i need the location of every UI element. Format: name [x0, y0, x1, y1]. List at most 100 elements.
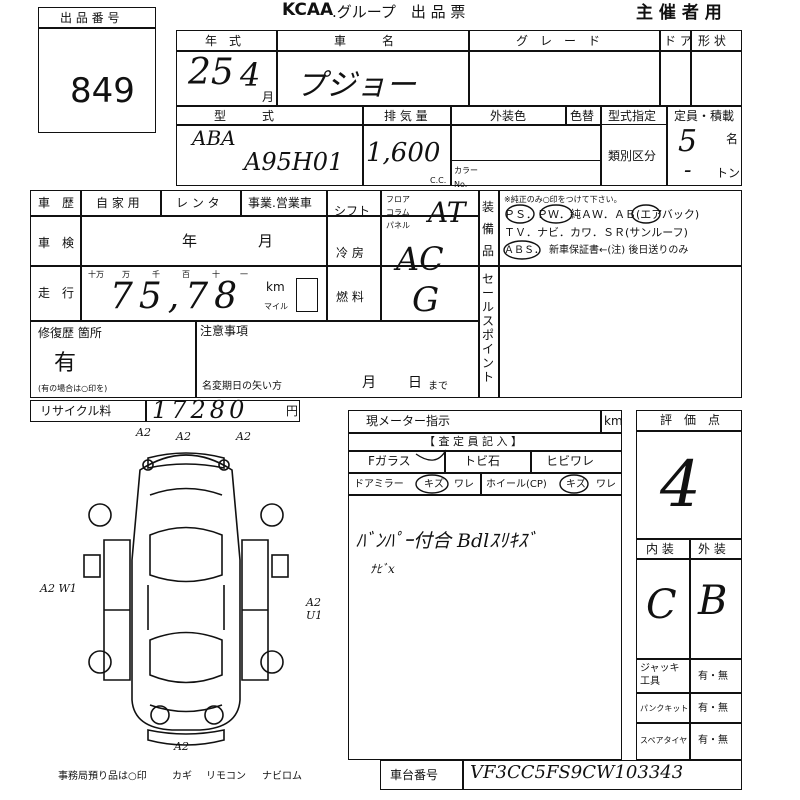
- shift-label: シフト: [334, 204, 371, 218]
- damage-mark: A2: [174, 740, 189, 753]
- capacity-value: 5: [678, 124, 698, 159]
- displacement-value: 1,600: [366, 138, 441, 168]
- color-label: 外装色: [490, 109, 527, 123]
- damage-mark: A2: [136, 426, 151, 439]
- shift-option-floor: フロア: [386, 195, 410, 204]
- chassis-number-label: 車台番号: [390, 768, 439, 782]
- deadline-month: 月: [362, 375, 376, 391]
- color-change-label: 色替: [570, 109, 595, 123]
- mileage-label: 走 行: [38, 286, 75, 300]
- damage-mark: A2 W1: [40, 582, 77, 595]
- score-value: 4: [660, 448, 701, 522]
- meter-km-label: km: [604, 414, 623, 428]
- digit-label: 十: [212, 270, 220, 279]
- navi-rom-item[interactable]: ナビロム: [262, 771, 302, 782]
- flying-stone-label: トビ石: [464, 454, 501, 468]
- office-items-label: 事務局預り品は○印: [58, 771, 147, 782]
- brand-logo: KCAA: [282, 0, 334, 20]
- inspection-label: 車 検: [38, 236, 75, 250]
- chassis-number-value: VF3CC5FS9CW103343: [470, 762, 684, 783]
- fuel-value: G: [412, 280, 440, 320]
- lot-number-label: 出 品 番 号: [60, 11, 120, 25]
- equipment-line-2: ＴＶ．ナビ．カワ．ＳＲ(サンルーフ): [504, 226, 688, 239]
- exterior-value: B: [698, 578, 728, 624]
- shift-option-column: コラム: [386, 208, 410, 217]
- exterior-label: 外 装: [698, 542, 726, 556]
- mileage-value: 75,78: [110, 276, 244, 317]
- equipment-line-1: ＰＳ．ＰＷ．純ＡＷ．ＡＢ(エアバック): [504, 208, 700, 221]
- digit-label: 一: [240, 270, 248, 279]
- private-use-option: 自 家 用: [96, 196, 140, 210]
- ac-value: AC: [396, 240, 444, 278]
- repair-label: 修復歴 箇所: [38, 326, 102, 340]
- puncture-kit-yes-no[interactable]: 有・無: [698, 703, 728, 714]
- model-value-line1: ABA: [192, 126, 236, 150]
- recycle-fee-box: [30, 400, 300, 422]
- jack-tools-label: ジャッキ 工具: [640, 663, 680, 687]
- shift-option-panel: パネル: [386, 221, 410, 230]
- month-unit: 月: [262, 90, 275, 104]
- lot-number: 849: [70, 71, 135, 111]
- recycle-fee-label: リサイクル料: [40, 404, 112, 418]
- deadline-suffix: まで: [428, 381, 448, 392]
- repair-value: 有: [54, 351, 77, 376]
- ac-label: 冷 房: [336, 246, 364, 260]
- load-value: -: [684, 158, 692, 183]
- key-item[interactable]: カギ: [172, 771, 192, 782]
- fuel-label: 燃 料: [336, 290, 364, 304]
- inspector-grid: [348, 410, 622, 760]
- deadline-day: 日: [408, 375, 422, 391]
- doors-label: ド ア: [664, 34, 692, 48]
- digit-label: 万: [122, 270, 130, 279]
- mile-checkbox[interactable]: [296, 278, 318, 312]
- deadline-label: 名変期日の矢い方: [202, 381, 282, 392]
- capacity-label: 定員・積載: [674, 109, 735, 123]
- equipment-label: 装 備 品: [482, 200, 495, 258]
- grade-label: グ レ ー ド: [516, 34, 601, 48]
- equipment-line-3: ＡＢＳ． 新車保証書←(注) 後日送りのみ: [504, 245, 689, 256]
- shift-value: AT: [428, 196, 466, 229]
- jack-tools-yes-no[interactable]: 有・無: [698, 671, 728, 682]
- inspection-year: 年: [182, 232, 198, 250]
- capacity-unit: 名: [726, 132, 739, 146]
- model-label: 型 式: [214, 109, 275, 123]
- business-option: 事業.営業車: [248, 196, 312, 210]
- digit-label: 千: [152, 270, 160, 279]
- spare-tire-label: スペアタイヤ: [640, 736, 688, 745]
- inspector-handwritten-note-2: ﾅﾋﾞx: [370, 562, 395, 576]
- remote-item[interactable]: リモコン: [206, 771, 246, 782]
- crack-label: ヒビワレ: [546, 454, 595, 468]
- year-label: 年 式: [205, 34, 242, 48]
- car-name-value: プジョー: [296, 68, 416, 103]
- notes-label: 注意事項: [200, 324, 249, 338]
- inspection-month: 月: [258, 232, 274, 250]
- mirror-label: ドアミラー: [354, 479, 404, 490]
- shape-label: 形 状: [698, 34, 726, 48]
- score-label: 評 価 点: [660, 413, 721, 427]
- cc-unit: C.C.: [430, 176, 447, 185]
- chassis-number-box: [380, 760, 742, 790]
- lot-number-box: [38, 7, 156, 133]
- displacement-label: 排 気 量: [384, 109, 428, 123]
- wheel-scratch-label: キズ: [566, 479, 586, 490]
- interior-label: 内 装: [646, 542, 674, 556]
- selling-points-label: セールスポイント: [482, 272, 495, 384]
- wheel-label: ホイール(CP): [486, 479, 547, 490]
- damage-mark: A2 U1: [306, 596, 323, 622]
- interior-value: C: [646, 582, 677, 628]
- spare-tire-yes-no[interactable]: 有・無: [698, 735, 728, 746]
- puncture-kit-label: パンクキット: [640, 704, 689, 713]
- color-no-label: カラー No.: [454, 166, 478, 189]
- mile-label: マイル: [264, 302, 288, 311]
- digit-label: 百: [182, 270, 190, 279]
- vehicle-info-grid: [176, 30, 742, 186]
- month-value: 4: [240, 56, 261, 94]
- front-glass-label: Fガラス: [368, 454, 411, 468]
- load-unit: トン: [716, 166, 741, 180]
- year-value: 25: [188, 52, 234, 93]
- repair-note: (有の場合は○印を): [38, 384, 108, 393]
- equipment-note: ※純正のみ○印をつけて下さい。: [504, 195, 622, 204]
